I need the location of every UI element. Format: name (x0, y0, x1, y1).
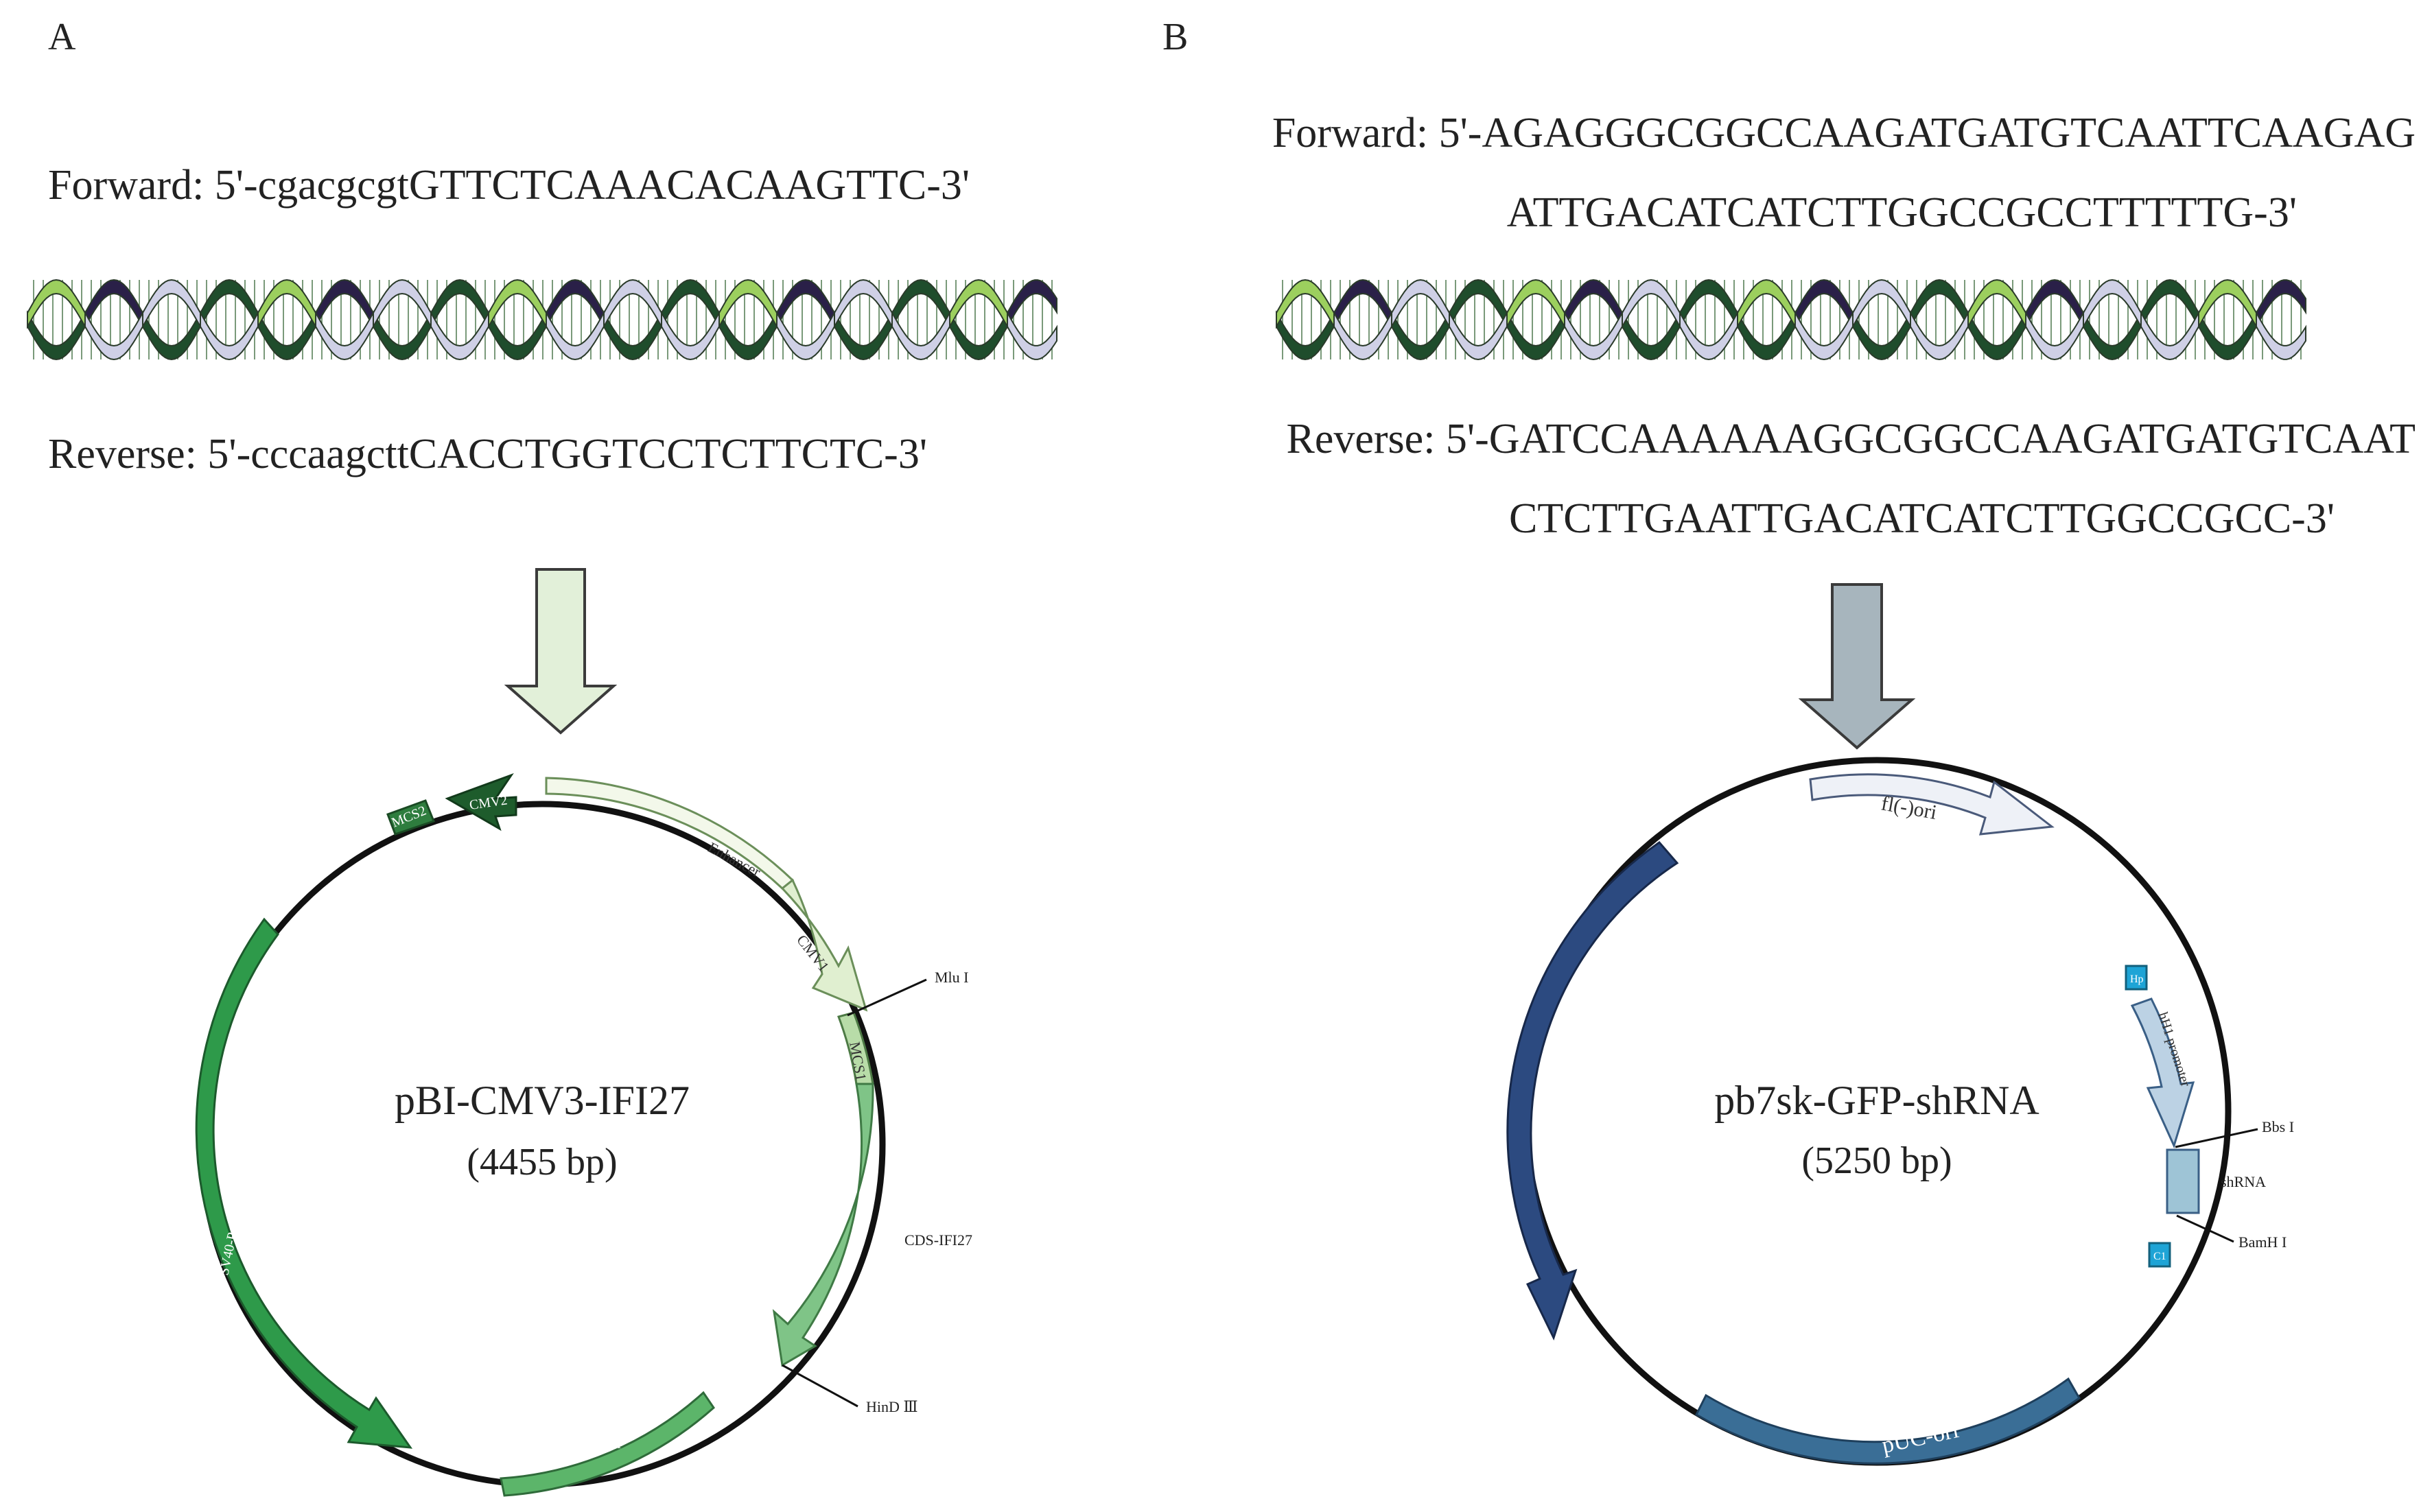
helix-strand-segment (2256, 310, 2306, 360)
reverse-primer-a: Reverse: 5'-cccaagcttCACCTGGTCCTCTTCTC-3… (48, 431, 927, 477)
down-arrow-a (504, 568, 618, 735)
panel-label-a: A (48, 16, 76, 58)
plasmid-name-b: pb7sk-GFP-shRNA (1714, 1078, 2039, 1123)
helix-strand-segment (1007, 310, 1057, 360)
site-bamh-i: BamH I (2238, 1233, 2287, 1251)
feature-fl-ori (1809, 773, 2055, 836)
forward-primer-b-line1: Forward: 5'-AGAGGGCGGCCAAGATGATGTCAATTCA… (1272, 110, 2416, 156)
plasmid-map-a: Enhancer CMV1 MCS1 ColE1 ori SV40-PolyA+… (195, 772, 972, 1497)
helix-strand-segment (2256, 279, 2306, 329)
feature-shrna-label: shRNA (2221, 1173, 2266, 1190)
reverse-primer-b-line1: Reverse: 5'-GATCCAAAAAAGGCGGCCAAGATGATGT… (1287, 416, 2416, 462)
helix-strand-segment (1007, 279, 1057, 329)
forward-primer-a: Forward: 5'-cgacgcgtGTTCTCAAACACAAGTTC-3… (48, 162, 970, 209)
plasmid-size-a: (4455 bp) (467, 1141, 617, 1183)
panel-label-b: B (1162, 16, 1188, 58)
feature-hp (2125, 965, 2148, 991)
feature-cds-ifi27 (772, 1083, 874, 1367)
reverse-primer-b-line2: CTCTTGAATTGACATCATCTTGGCCGCC-3' (1509, 495, 2335, 542)
dna-helix-a (27, 279, 1057, 361)
forward-primer-b-line2: ATTGACATCATCTTGGCCGCCTTTTTG-3' (1507, 189, 2297, 236)
site-hind-iii: HinD Ⅲ (866, 1398, 918, 1415)
plasmid-name-a: pBI-CMV3-IFI27 (395, 1078, 690, 1123)
feature-ampicillin (1506, 841, 1679, 1340)
feature-puc-ori (1695, 1377, 2081, 1465)
feature-cole1-ori (500, 1391, 715, 1497)
feature-c1-label: C1 (2153, 1251, 2166, 1262)
feature-hh1-promoter (2130, 997, 2195, 1149)
down-arrow-b (1798, 583, 1916, 750)
plasmid-map-b: fl(-)ori hH1 promoter Hp C1 pUC-ori Ampi… (1506, 757, 2294, 1466)
site-mlu-i: Mlu I (935, 969, 969, 986)
feature-cmv1 (780, 878, 868, 1012)
feature-cds-label: CDS-IFI27 (904, 1231, 972, 1249)
feature-sv40 (195, 917, 413, 1449)
dna-helix-b (1276, 279, 2306, 361)
feature-mcs2 (386, 799, 435, 836)
feature-c1 (2148, 1242, 2171, 1268)
site-bbs-i: Bbs I (2262, 1118, 2294, 1135)
feature-hp-label: Hp (2130, 973, 2144, 985)
feature-shrna (2166, 1148, 2200, 1214)
plasmid-size-b: (5250 bp) (1801, 1139, 1952, 1182)
feature-cmv2 (445, 772, 517, 831)
